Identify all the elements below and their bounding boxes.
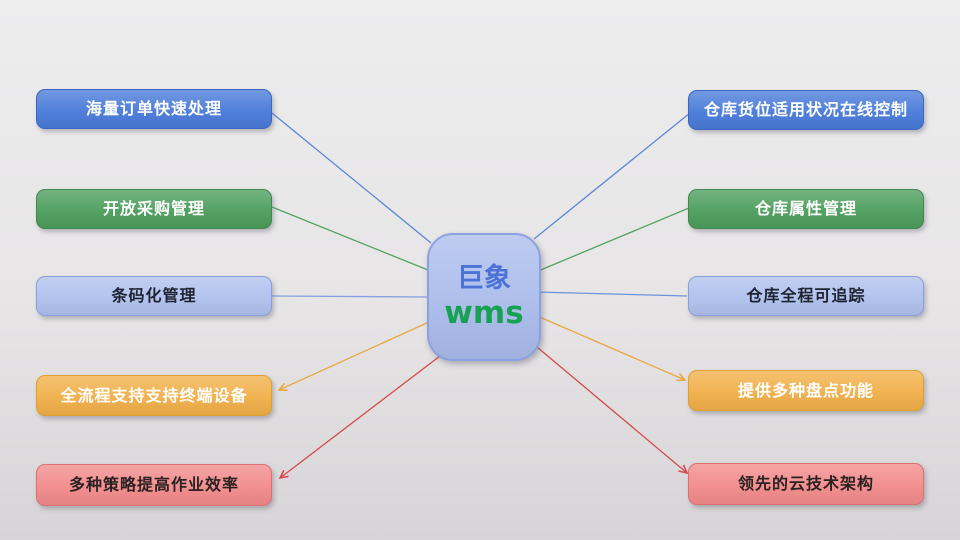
connector-right-2 — [530, 207, 690, 275]
center-title-line1: 巨象 — [457, 263, 511, 294]
node-label: 仓库全程可追踪 — [746, 286, 866, 306]
diagram-node-right-5: 领先的云技术架构 — [688, 463, 924, 505]
connector-right-3 — [534, 291, 688, 297]
diagram-node-left-3: 条码化管理 — [36, 276, 272, 316]
node-label: 仓库货位适用状况在线控制 — [703, 100, 908, 120]
diagram-node-right-2: 仓库属性管理 — [688, 189, 924, 229]
node-label: 仓库属性管理 — [754, 199, 857, 219]
node-label: 全流程支持支持终端设备 — [60, 385, 248, 405]
connector-right-5 — [536, 346, 687, 473]
diagram-node-left-4: 全流程支持支持终端设备 — [36, 375, 272, 416]
connector-left-2 — [271, 206, 429, 271]
center-title-line2: wms — [444, 295, 524, 331]
diagram-node-left-5: 多种策略提高作业效率 — [36, 464, 272, 506]
node-label: 多种策略提高作业效率 — [68, 475, 239, 495]
connector-left-3 — [271, 295, 428, 298]
diagram-node-left-2: 开放采购管理 — [36, 189, 272, 229]
diagram-node-right-4: 提供多种盘点功能 — [688, 370, 924, 411]
connector-right-1 — [533, 112, 691, 240]
node-label: 提供多种盘点功能 — [737, 380, 874, 400]
diagram-node-left-1: 海量订单快速处理 — [36, 89, 272, 129]
connector-right-4 — [534, 314, 685, 380]
connector-left-5 — [280, 355, 441, 478]
node-label: 开放采购管理 — [102, 199, 205, 219]
connector-left-4 — [279, 321, 430, 390]
diagram-node-right-1: 仓库货位适用状况在线控制 — [688, 90, 924, 130]
node-label: 条码化管理 — [111, 286, 197, 306]
connector-left-1 — [271, 112, 432, 244]
diagram-node-right-3: 仓库全程可追踪 — [688, 276, 924, 316]
node-label: 海量订单快速处理 — [85, 99, 222, 119]
node-label: 领先的云技术架构 — [737, 474, 874, 494]
center-node: 巨象 wms — [427, 233, 541, 361]
